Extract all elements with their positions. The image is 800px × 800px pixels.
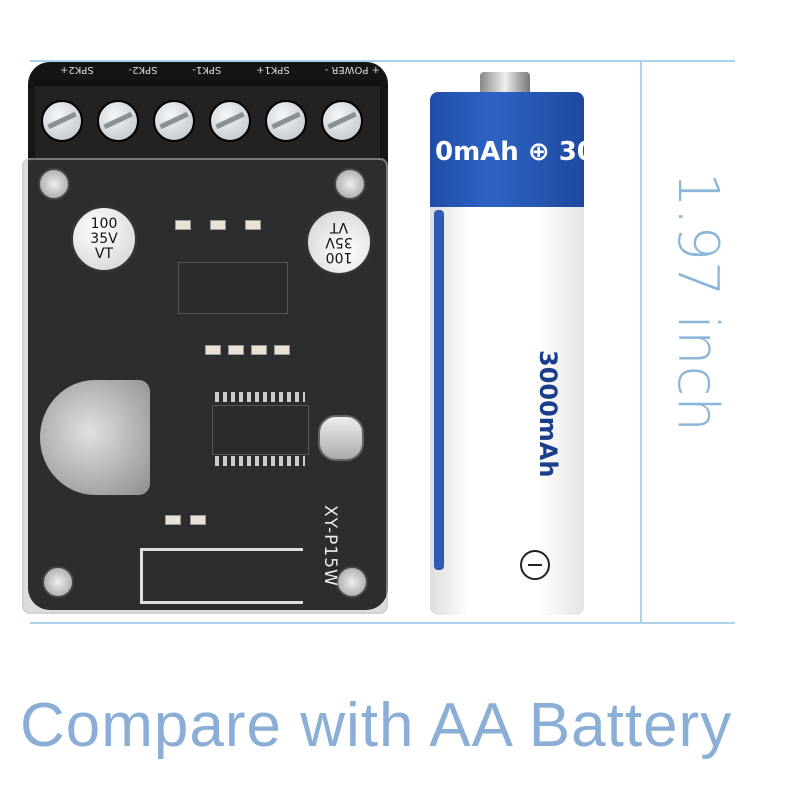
corner-screw [336, 566, 368, 598]
smd-component [228, 345, 244, 355]
terminal-label-spk1n: SPK1- [192, 64, 222, 75]
smd-component [251, 345, 267, 355]
caption: Compare with AA Battery [20, 691, 733, 760]
dimension-line [640, 60, 642, 624]
bluetooth-chip [212, 405, 309, 455]
model-label: XY-P15W [320, 505, 340, 587]
corner-screw [42, 566, 74, 598]
smd-component [165, 515, 181, 525]
bottom-guide-line [30, 622, 735, 624]
dimension-label: 1.97 inch [665, 172, 730, 432]
volume-knob [40, 380, 150, 495]
terminal-screw [41, 100, 83, 142]
smd-component [274, 345, 290, 355]
terminal-screw [209, 100, 251, 142]
pcb-antenna [140, 548, 303, 604]
smd-component [205, 345, 221, 355]
crystal-oscillator [318, 415, 364, 461]
terminal-screw [97, 100, 139, 142]
terminal-label-spk2n: SPK2- [128, 64, 158, 75]
battery-capacity-text: 3000mAh [534, 350, 562, 478]
smd-component [190, 515, 206, 525]
top-guide-line [30, 60, 735, 62]
smd-component [210, 220, 226, 230]
corner-screw [334, 168, 366, 200]
terminal-screw [321, 100, 363, 142]
chip-pins [215, 456, 305, 466]
battery-stripe [434, 210, 444, 570]
chip-pins [215, 392, 305, 402]
terminal-label-power: + POWER - [324, 64, 380, 75]
screw-terminal-block [35, 80, 380, 158]
capacitor-left: 100 35V VT [70, 205, 138, 273]
corner-screw [38, 168, 70, 200]
terminal-labels: + POWER - SPK1+ SPK1- SPK2- SPK2+ [60, 64, 380, 75]
minus-icon [520, 550, 550, 580]
terminal-label-spk2p: SPK2+ [60, 64, 94, 75]
smd-component [175, 220, 191, 230]
amplifier-chip [178, 262, 288, 314]
terminal-screw [153, 100, 195, 142]
terminal-screw [265, 100, 307, 142]
battery-band-text: 0mAh ⊕ 30 [435, 137, 584, 167]
capacitor-right: 100 35V VT [305, 208, 373, 276]
smd-component [245, 220, 261, 230]
terminal-label-spk1p: SPK1+ [256, 64, 290, 75]
battery-blue-band [430, 92, 584, 207]
